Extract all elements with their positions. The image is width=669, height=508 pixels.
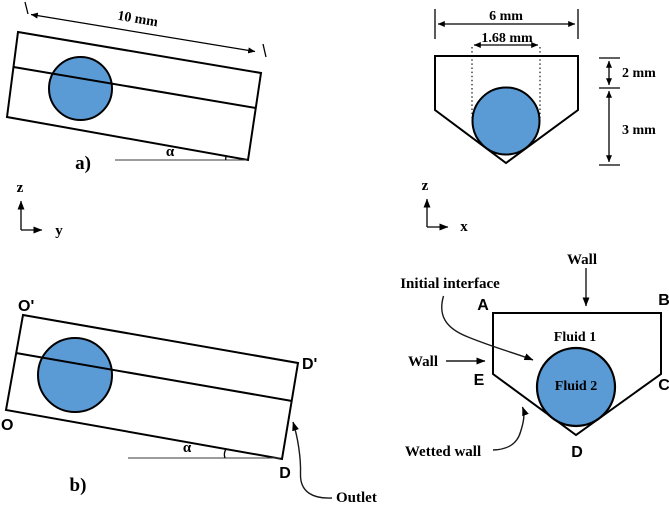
dim-6mm-label: 6 mm: [489, 9, 523, 24]
corner-label-o: O: [1, 417, 13, 434]
corner-label-a: A: [477, 297, 489, 314]
dim-2mm-label: 2 mm: [622, 66, 656, 81]
panel-b-label: b): [70, 475, 87, 496]
angle-label-a: α: [166, 144, 175, 160]
x-axis-label-cs: x: [460, 219, 468, 235]
y-axis-label-a: y: [55, 223, 63, 239]
wall-top-label: Wall: [567, 252, 597, 268]
outlet-label: Outlet: [336, 490, 377, 506]
fluid1-label: Fluid 1: [554, 330, 596, 345]
initial-interface-label: Initial interface: [400, 276, 500, 292]
schematic-outline: [492, 312, 662, 437]
corner-label-b: B: [658, 292, 669, 309]
dim-10mm-line: [30, 12, 256, 54]
corner-label-d: D: [279, 465, 291, 482]
droplet-b: [37, 337, 113, 413]
outlet-arrow: [292, 421, 333, 499]
dim-168-label: 1.68 mm: [481, 31, 533, 46]
panel-a: 10 mm α a) z y: [5, 1, 267, 239]
dim-3mm-label: 3 mm: [622, 123, 656, 138]
panel-a-label: a): [75, 153, 91, 174]
dim-10mm-tick-right: [262, 43, 267, 58]
wetted-wall-arrow: [492, 406, 529, 451]
droplet-a: [48, 56, 113, 121]
channel-section-outline: [434, 55, 579, 165]
initial-interface-arrow: [441, 295, 534, 361]
z-axis-label-a: z: [17, 180, 24, 196]
cross-section: 6 mm 1.68 mm 2 mm 3 mm z x: [422, 9, 656, 235]
wall-left-label: Wall: [408, 354, 438, 370]
droplet-section: [471, 86, 541, 156]
channel-outline-b: [4, 313, 300, 461]
interface-line-a: [13, 66, 257, 109]
interface-line-b: [15, 352, 293, 402]
wetted-wall-label: Wetted wall: [405, 444, 481, 460]
corner-label-d-prime: D': [302, 356, 317, 373]
angle-arc-b: [223, 448, 227, 459]
fluid2-label: Fluid 2: [555, 379, 597, 394]
schematic: Fluid 1 Fluid 2 A B C D E Wall Wall Init…: [400, 252, 669, 461]
z-axis-label-cs: z: [422, 178, 429, 194]
angle-label-b: α: [183, 440, 192, 456]
corner-label-c: C: [658, 377, 669, 394]
fluid2-droplet: [535, 346, 617, 428]
corner-label-d2: D: [571, 444, 583, 461]
panel-b: O' D' O D α b) Outlet: [1, 298, 377, 506]
dim-10mm-tick-left: [24, 1, 29, 15]
dim-10mm-label: 10 mm: [116, 9, 159, 31]
corner-label-o-prime: O': [18, 298, 34, 315]
angle-arc-a: [225, 155, 228, 161]
channel-outline-a: [5, 30, 263, 162]
corner-label-e: E: [474, 372, 485, 389]
